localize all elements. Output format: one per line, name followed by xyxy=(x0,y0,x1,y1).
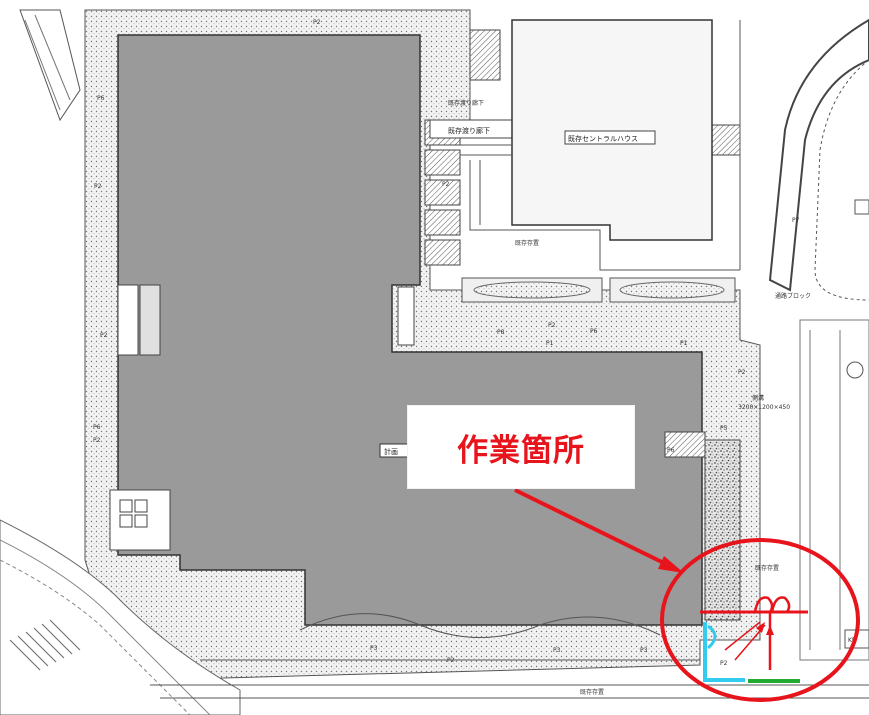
svg-text:既存渡り廊下: 既存渡り廊下 xyxy=(448,99,484,107)
planter-strip xyxy=(461,277,736,303)
svg-text:P1: P1 xyxy=(680,340,688,347)
svg-text:既存存置: 既存存置 xyxy=(580,688,604,696)
svg-text:P2: P2 xyxy=(94,183,102,190)
svg-text:P6: P6 xyxy=(667,447,675,454)
svg-text:P5: P5 xyxy=(720,425,728,432)
callout-label: 作業箇所 xyxy=(457,432,585,469)
svg-text:P2: P2 xyxy=(442,181,450,188)
svg-text:P2: P2 xyxy=(447,657,455,664)
svg-text:P2: P2 xyxy=(93,437,101,444)
svg-text:P3: P3 xyxy=(370,645,378,652)
svg-text:P3: P3 xyxy=(553,647,561,654)
svg-text:P6: P6 xyxy=(93,424,101,431)
svg-text:側溝: 側溝 xyxy=(752,394,764,402)
bottom-landscape-wave xyxy=(299,613,661,638)
svg-text:P1: P1 xyxy=(546,340,554,347)
svg-text:既存存置: 既存存置 xyxy=(755,564,779,572)
svg-text:P2: P2 xyxy=(738,369,746,376)
svg-text:P2: P2 xyxy=(313,19,321,26)
gravel-path xyxy=(704,439,741,621)
svg-text:通路ブロック: 通路ブロック xyxy=(775,292,811,300)
svg-text:既存セントラルハウス: 既存セントラルハウス xyxy=(568,134,638,143)
svg-text:計画: 計画 xyxy=(384,447,398,456)
callout-arrow xyxy=(514,488,684,573)
svg-text:P2: P2 xyxy=(100,332,108,339)
svg-text:P2: P2 xyxy=(720,660,728,667)
svg-text:P3: P3 xyxy=(640,647,648,654)
work-area-callout: 作業箇所 xyxy=(408,406,634,488)
svg-text:P7: P7 xyxy=(792,217,800,224)
svg-text:既存渡り廊下: 既存渡り廊下 xyxy=(448,126,490,135)
svg-text:KB: KB xyxy=(848,637,856,644)
paving-code-labels: P2 P6 P2 P2 P8 P2 P1 P6 P1 P2 P7 P5 P6 P… xyxy=(93,19,800,667)
central-house xyxy=(511,19,713,241)
work-area-highlight xyxy=(660,538,860,702)
svg-text:P6: P6 xyxy=(97,95,105,102)
svg-text:P2: P2 xyxy=(548,322,556,329)
svg-text:P6: P6 xyxy=(590,328,598,335)
svg-text:P8: P8 xyxy=(497,329,505,336)
svg-text:既存存置: 既存存置 xyxy=(515,239,539,247)
diagonal-road-top-left xyxy=(19,9,81,122)
curved-road-right xyxy=(768,18,869,292)
curved-road xyxy=(0,519,241,715)
parking-stalls-left xyxy=(9,619,81,671)
svg-text:3200×1200×450: 3200×1200×450 xyxy=(738,404,790,411)
parking-grid-right xyxy=(799,319,869,661)
stair-blocks xyxy=(109,489,171,551)
work-site-markings xyxy=(700,596,808,683)
